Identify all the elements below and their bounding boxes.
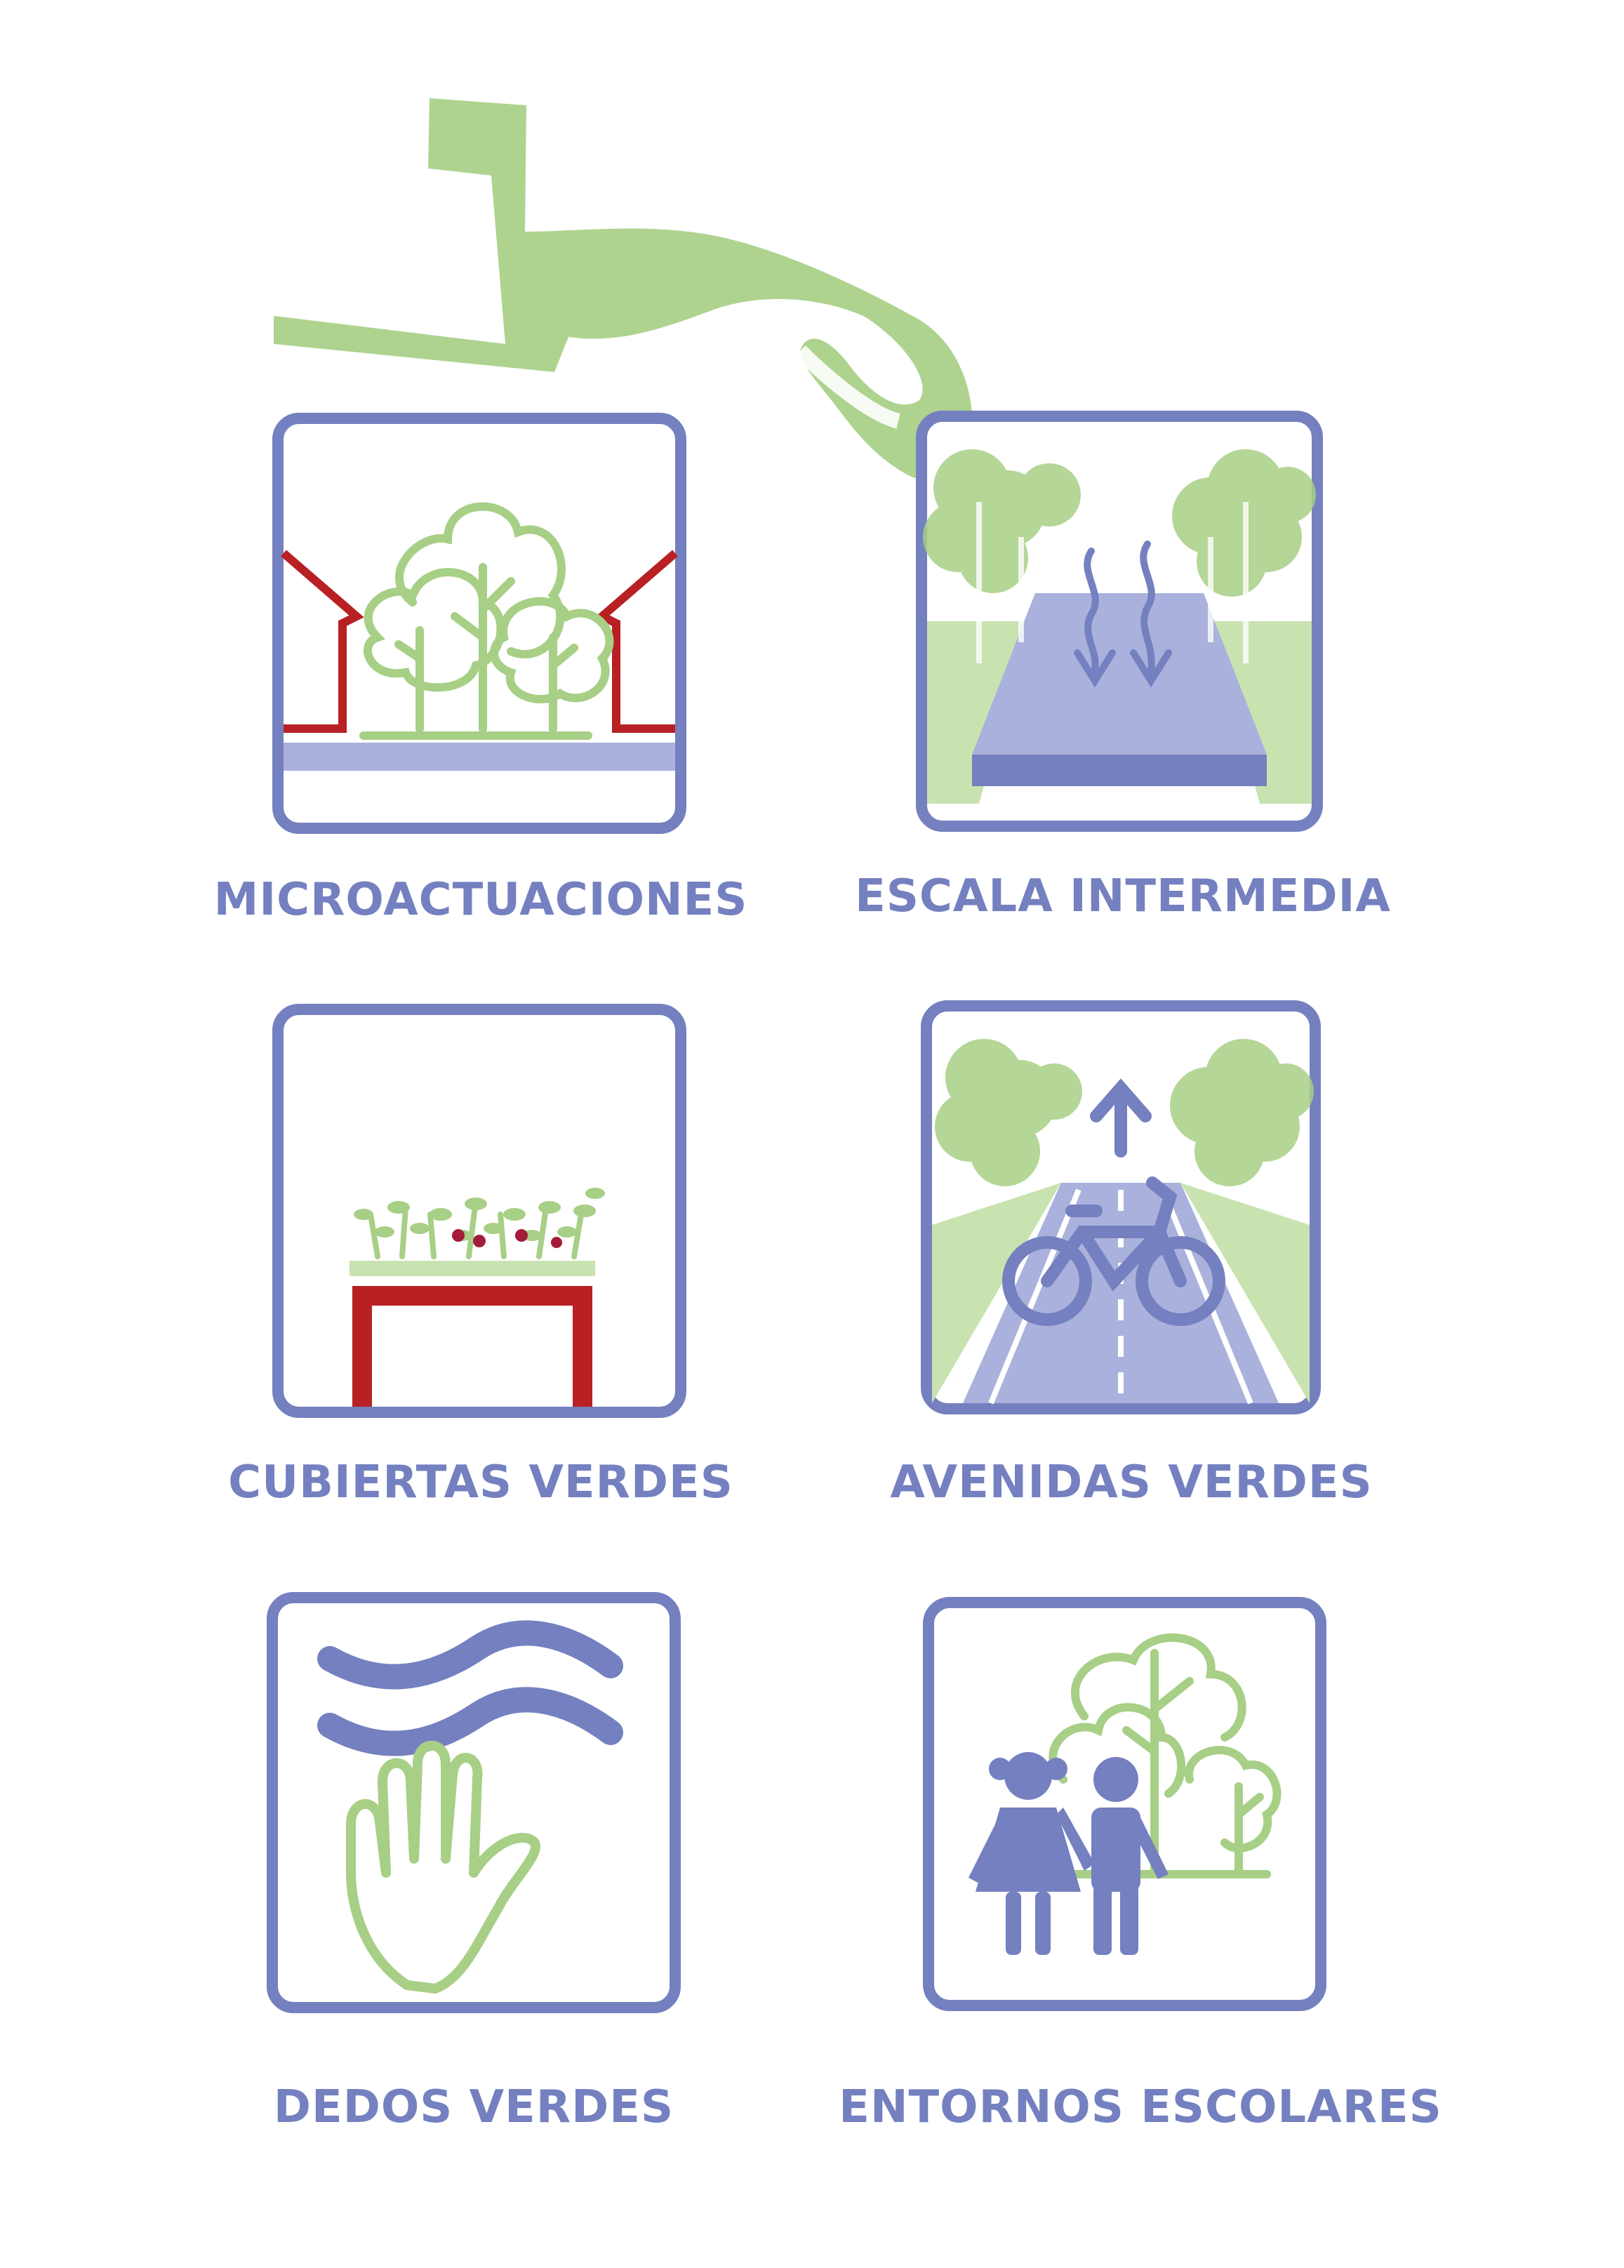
children-school-icon (923, 1597, 1326, 2011)
card-label-escala-intermedia: ESCALA INTERMEDIA (855, 870, 1391, 922)
trees-between-buildings-icon (272, 413, 686, 834)
card-microactuaciones[interactable] (272, 413, 686, 834)
card-label-cubiertas-verdes: CUBIERTAS VERDES (228, 1457, 733, 1508)
card-dedos-verdes[interactable] (267, 1592, 681, 2013)
card-cubiertas-verdes[interactable] (272, 1004, 686, 1418)
card-label-dedos-verdes: DEDOS VERDES (273, 2081, 674, 2133)
hand-and-waves-icon (267, 1592, 681, 2013)
permeable-street-icon (916, 411, 1323, 832)
card-label-microactuaciones: MICROACTUACIONES (213, 874, 748, 926)
green-roof-icon (272, 1004, 686, 1418)
card-label-avenidas-verdes: AVENIDAS VERDES (890, 1457, 1373, 1508)
grabbing-hand-icon (274, 98, 973, 479)
card-entornos-escolares[interactable] (923, 1597, 1326, 2011)
card-escala-intermedia[interactable] (916, 411, 1323, 832)
card-avenidas-verdes[interactable] (921, 1000, 1321, 1414)
bike-lane-avenue-icon (921, 1000, 1321, 1414)
card-label-entornos-escolares: ENTORNOS ESCOLARES (839, 2081, 1442, 2133)
